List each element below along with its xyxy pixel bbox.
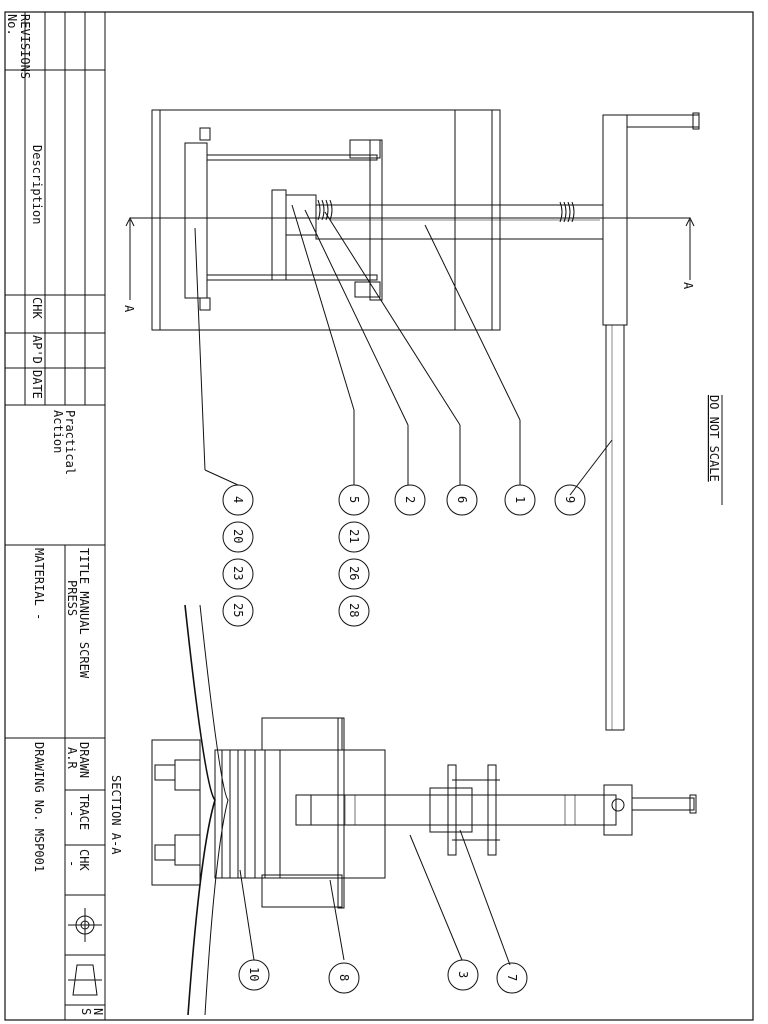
balloons-bottom: 7 3 8 10 xyxy=(238,959,528,994)
leader-lines-bottom xyxy=(239,829,511,966)
section-view: SECTION A-A xyxy=(109,604,697,1016)
date-label: DATE xyxy=(30,370,44,399)
drawn-value: A.R xyxy=(65,747,79,769)
projection-symbol-icon xyxy=(68,908,102,996)
balloon-7: 7 xyxy=(496,962,528,994)
trace-label: TRACE xyxy=(77,794,91,830)
svg-text:23: 23 xyxy=(231,566,245,580)
chk2-value: - xyxy=(65,860,79,867)
svg-text:3: 3 xyxy=(456,971,470,978)
svg-text:26: 26 xyxy=(347,566,361,580)
balloon-8: 8 xyxy=(328,962,360,994)
sheet-border xyxy=(4,11,754,1021)
description-label: Description xyxy=(30,145,44,224)
corner-text-2: S xyxy=(79,1008,93,1015)
balloon-3: 3 xyxy=(447,959,479,991)
do-not-scale-note: DO NOT SCALE xyxy=(707,395,721,482)
section-marker-right: A xyxy=(681,282,695,290)
chk-label: CHK xyxy=(30,297,44,319)
title-line2: PRESS xyxy=(65,580,79,616)
svg-text:5: 5 xyxy=(347,496,361,503)
apd-label: AP'D xyxy=(30,335,44,364)
balloon-group-4: 4 20 23 25 xyxy=(222,484,254,627)
svg-text:7: 7 xyxy=(505,974,519,981)
revisions-label: REVISIONS xyxy=(18,14,32,79)
balloon-2: 2 xyxy=(394,484,426,516)
svg-text:21: 21 xyxy=(347,529,361,543)
svg-text:25: 25 xyxy=(231,603,245,617)
balloon-10: 10 xyxy=(238,959,270,991)
balloon-1: 1 xyxy=(504,484,536,516)
svg-text:8: 8 xyxy=(337,974,351,981)
svg-text:20: 20 xyxy=(231,529,245,543)
svg-text:28: 28 xyxy=(347,603,361,617)
svg-text:10: 10 xyxy=(247,967,261,981)
drawing-number: DRAWING No. MSP001 xyxy=(32,742,46,872)
corner-text-1: N xyxy=(91,1008,105,1015)
material-label: MATERIAL - xyxy=(32,548,46,620)
company-name-line1: Practical xyxy=(63,410,77,475)
svg-text:4: 4 xyxy=(231,496,245,503)
chk2-label: CHK xyxy=(77,849,91,871)
svg-text:2: 2 xyxy=(403,496,417,503)
section-marker-left: A xyxy=(122,305,136,313)
balloon-9: 9 xyxy=(554,484,586,516)
company-name-line2: Action xyxy=(51,410,65,453)
no-label: No. xyxy=(5,14,19,36)
svg-text:9: 9 xyxy=(563,496,577,503)
section-title: SECTION A-A xyxy=(109,775,123,855)
drawn-label: DRAWN xyxy=(77,742,91,778)
title-block-text: No. REVISIONS Description CHK AP'D DATE … xyxy=(5,14,105,1015)
balloons-top: 9 1 6 2 xyxy=(394,484,586,516)
trace-value: - xyxy=(65,810,79,817)
press-assembly-view: A A xyxy=(122,109,700,731)
svg-text:6: 6 xyxy=(455,496,469,503)
svg-text:1: 1 xyxy=(513,496,527,503)
title-line1: TITLE MANUAL SCREW xyxy=(77,548,91,679)
balloon-6: 6 xyxy=(446,484,478,516)
balloon-group-5: 5 21 26 28 xyxy=(338,484,370,627)
leader-lines-top xyxy=(194,204,613,496)
title-block xyxy=(5,12,106,1020)
